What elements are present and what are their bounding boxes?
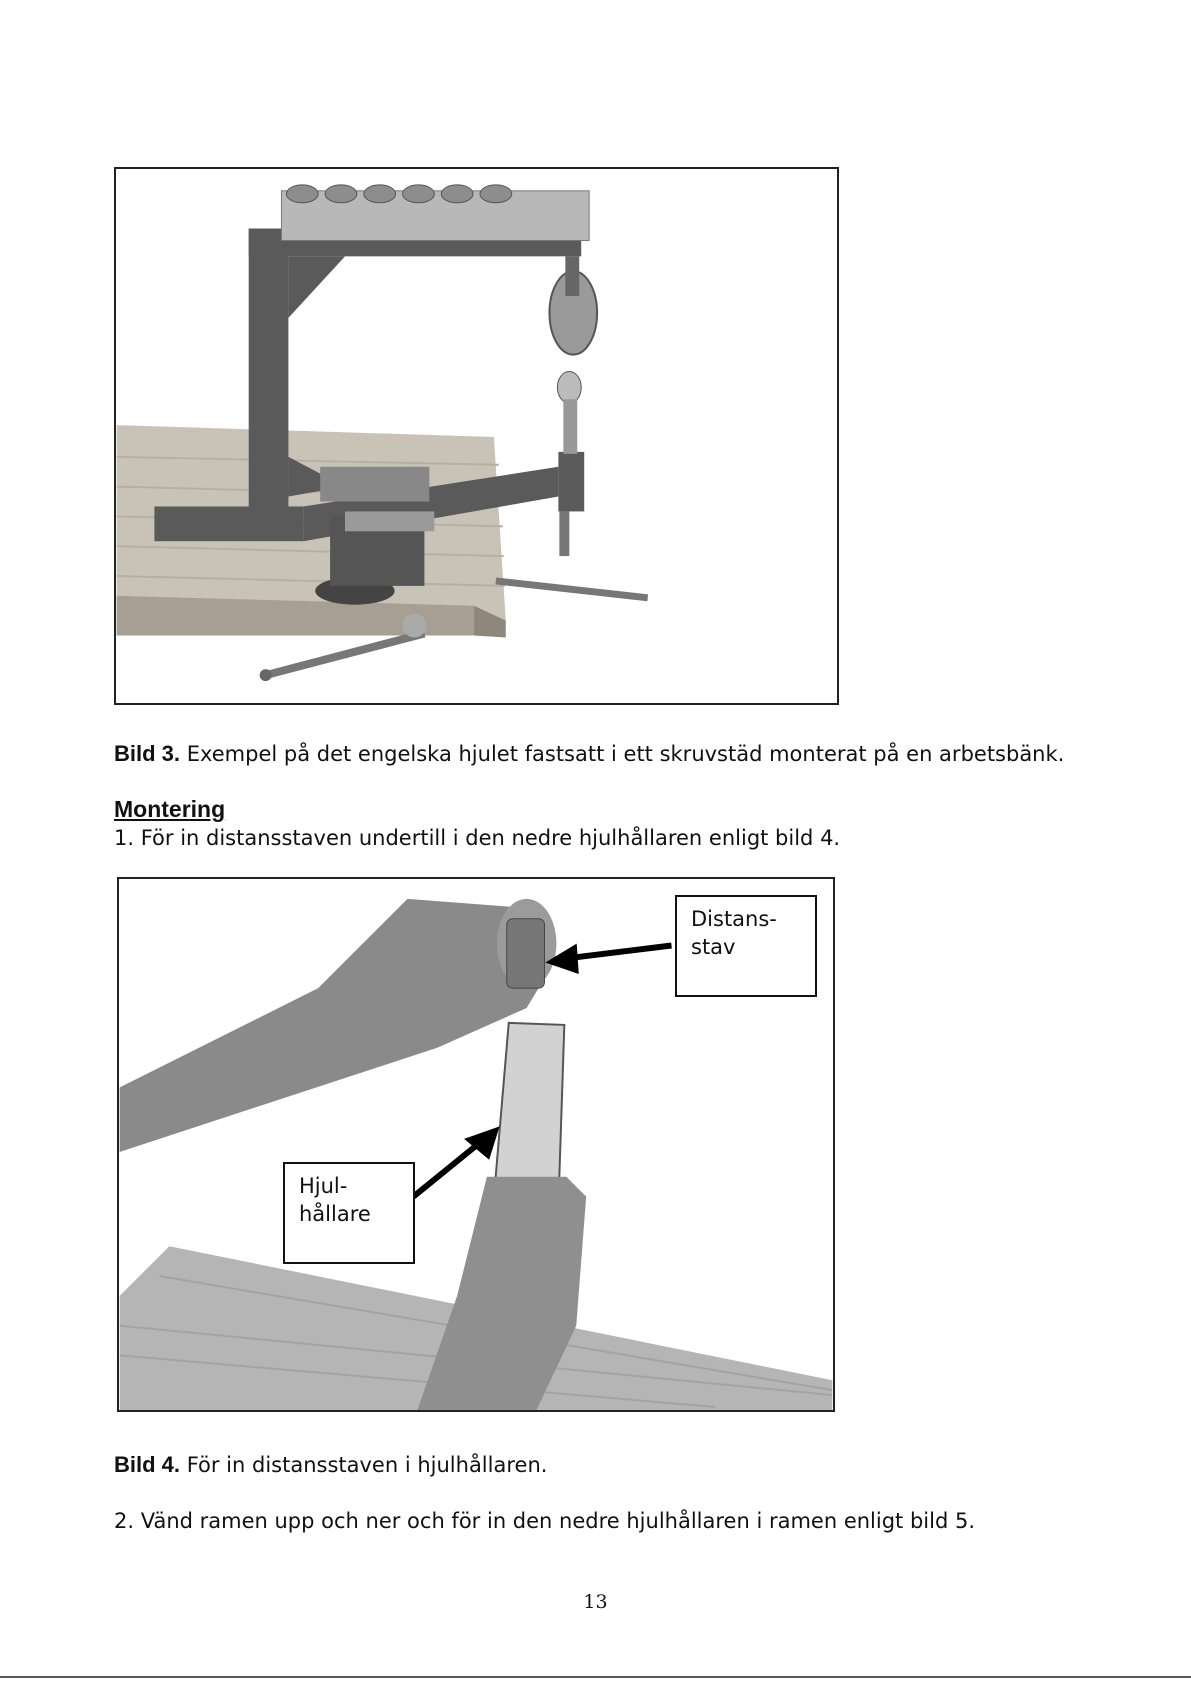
figure-4-caption: Bild 4. För in distansstaven i hjulhålla…: [114, 1452, 547, 1478]
callout-holder-line-1: Hjul-: [299, 1174, 348, 1198]
t-handle: [495, 577, 649, 602]
upper-arm-hand: [119, 898, 557, 1152]
figure-4-label: Bild 4.: [114, 1452, 181, 1477]
bottom-rule: [0, 1676, 1191, 1678]
bench-vise: [259, 466, 435, 682]
figure-3-caption: Bild 3. Exempel på det engelska hjulet f…: [114, 741, 1064, 767]
arrow-to-spacer: [545, 942, 672, 975]
page-number: 13: [583, 1591, 608, 1613]
lower-anvil: [556, 370, 582, 404]
spacer-rod: [506, 918, 545, 989]
callout-holder-line-2: hållare: [299, 1202, 371, 1226]
arrow-to-holder: [411, 1126, 500, 1199]
figure-3-label: Bild 3.: [114, 741, 181, 766]
step-2-text: 2. Vänd ramen upp och ner och för in den…: [114, 1509, 975, 1533]
callout-spacer-line-2: stav: [691, 935, 736, 959]
figure-3-photo: [114, 167, 839, 705]
callout-spacer-rod: Distans- stav: [675, 895, 817, 997]
section-heading: Montering: [114, 796, 226, 822]
lower-hand-arm: [417, 1176, 587, 1410]
figure-3-caption-text: Exempel på det engelska hjulet fastsatt …: [180, 742, 1065, 766]
english-wheel-illustration: [116, 184, 649, 682]
callout-spacer-line-1: Distans-: [691, 907, 777, 931]
figure-4-caption-text: För in distansstaven i hjulhållaren.: [180, 1453, 548, 1477]
callout-wheel-holder: Hjul- hållare: [283, 1162, 415, 1264]
figure-4-photo: Distans- stav Hjul- hållare: [117, 877, 835, 1412]
step-1-text: 1. För in distansstaven undertill i den …: [114, 826, 841, 850]
